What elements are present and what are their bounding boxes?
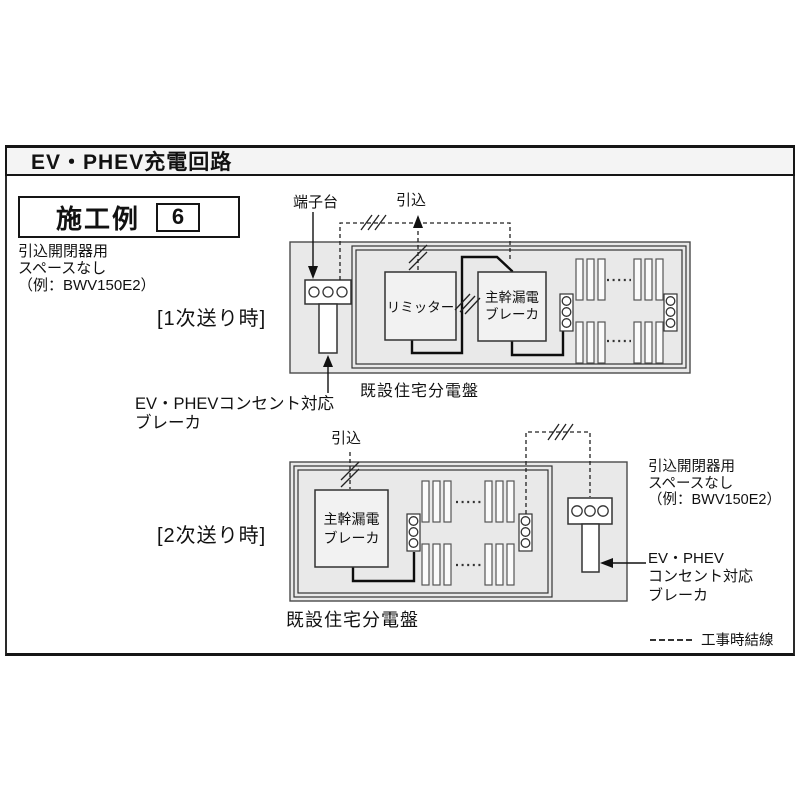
main-breaker-line: 主幹漏電 <box>323 511 380 528</box>
connector-pin <box>561 318 572 328</box>
connector-pin <box>408 527 419 537</box>
main-breaker-label-2: 主幹漏電 ブレーカ <box>315 490 388 567</box>
terminal-block-label: 端子台 <box>293 194 339 211</box>
terminal-pin <box>308 286 320 298</box>
mode-label-secondary: [2次送り時] <box>157 525 267 547</box>
terminal-pin <box>584 505 596 517</box>
mode-label-primary: [1次送り時] <box>157 308 267 330</box>
intake-note-2: 引込開閉器用 スペースなし （例：BWV150E2） <box>648 459 781 509</box>
construction-wiring-dash-sample <box>650 638 692 641</box>
limiter-label: リミッター <box>386 300 455 315</box>
incoming-label-2: 引込 <box>331 430 362 447</box>
terminal-pin <box>597 505 609 517</box>
ev-breaker-line: コンセント対応 <box>648 568 754 586</box>
panel-label-2: 既設住宅分電盤 <box>286 610 419 630</box>
connector-pin <box>665 296 676 306</box>
main-breaker-box <box>314 489 389 568</box>
main-breaker-box <box>477 271 547 342</box>
main-breaker-line: ブレーカ <box>323 529 380 546</box>
connector-pin <box>665 318 676 328</box>
intake-note: 引込開閉器用 スペースなし （例：BWV150E2） <box>18 243 156 294</box>
branch-breakers <box>575 258 664 364</box>
intake-note-line: （例：BWV150E2） <box>18 276 156 294</box>
main-breaker-line: 主幹漏電 <box>485 289 539 305</box>
connector-pin <box>665 307 676 317</box>
connector-pin <box>408 538 419 548</box>
down-arrow-icon <box>308 266 318 279</box>
terminal-pin <box>322 286 334 298</box>
phase-hatch <box>340 461 360 488</box>
up-arrow-icon <box>323 355 333 367</box>
diagram2-panel-inner-border <box>297 469 549 594</box>
intake-note-line: （例：BWV150E2） <box>648 492 781 509</box>
main-breaker-label-1: 主幹漏電 ブレーカ <box>478 272 546 341</box>
terminal-pin <box>336 286 348 298</box>
ev-breaker-body <box>318 303 338 354</box>
legend: 工事時結線 <box>650 629 774 650</box>
wire-main-to-branch <box>510 330 565 357</box>
connector-pin <box>561 307 572 317</box>
connector-pin <box>561 296 572 306</box>
wire-main-to-branch <box>351 552 416 583</box>
limiter-box <box>384 271 457 341</box>
wire-limiter-to-main <box>410 255 514 355</box>
construction-example-box: 施工例 6 <box>18 196 240 238</box>
construction-wiring-dashed <box>339 222 511 280</box>
ev-breaker-label-2: EV・PHEV コンセント対応 ブレーカ <box>648 550 753 605</box>
phase-hatch <box>408 244 428 271</box>
connector-pin <box>520 516 531 526</box>
intake-note-line: スペースなし <box>648 475 734 492</box>
diagram-2-artwork <box>289 423 646 602</box>
ev-breaker-line: EV・PHEV <box>648 550 724 567</box>
intake-note-line: 引込開閉器用 <box>648 459 735 475</box>
ev-breaker-body <box>581 523 600 573</box>
diagram1-panel-inner-border <box>355 249 683 365</box>
ev-breaker-line: ブレーカ <box>648 586 709 604</box>
example-label: 施工例 <box>56 203 141 234</box>
ev-breaker-line: EV・PHEVコンセント対応 <box>135 395 334 413</box>
main-breaker-line: ブレーカ <box>485 306 539 322</box>
ev-breaker-line: ブレーカ <box>135 414 201 433</box>
panel-label-1: 既設住宅分電盤 <box>360 383 480 400</box>
diagram-1-artwork <box>289 212 691 393</box>
phase-hatch <box>547 423 574 441</box>
incoming-label-1: 引込 <box>396 192 427 209</box>
page-title: EV・PHEV充電回路 <box>31 151 233 174</box>
up-arrow-icon <box>413 215 423 228</box>
legend-label: 工事時結線 <box>701 633 774 649</box>
connector-pin <box>408 516 419 526</box>
intake-note-line: 引込開閉器用 <box>18 243 109 260</box>
phase-hatch <box>454 293 481 315</box>
connector-pin <box>520 538 531 548</box>
example-number: 6 <box>156 202 201 232</box>
intake-note-line: スペースなし <box>18 259 107 277</box>
terminal-pin <box>571 505 583 517</box>
connector-pin <box>520 527 531 537</box>
phase-hatch <box>360 214 387 231</box>
branch-breakers <box>421 480 515 586</box>
page-header: EV・PHEV充電回路 <box>5 145 795 176</box>
left-arrow-icon <box>600 558 613 568</box>
ev-breaker-label-1: EV・PHEVコンセント対応 ブレーカ <box>135 395 334 434</box>
construction-wiring-dashed <box>525 431 591 514</box>
